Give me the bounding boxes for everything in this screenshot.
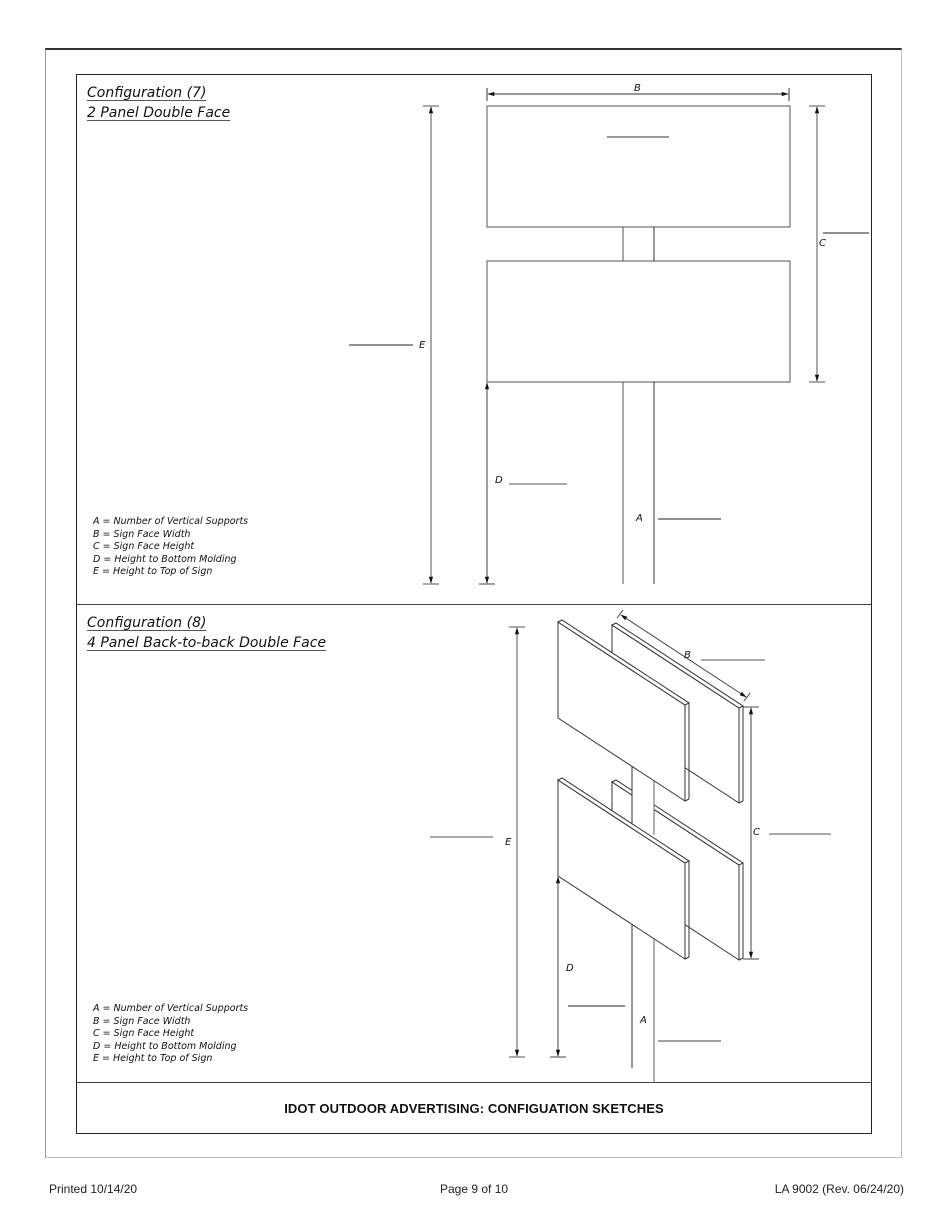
dimension-b-label: B xyxy=(634,83,641,94)
configuration-7-title: Configuration (7) xyxy=(87,85,207,101)
dimension-c-label: C xyxy=(819,238,826,249)
configuration-7-heading: Configuration (7) 2 Panel Double Face xyxy=(87,83,230,123)
dimension-c-label: C xyxy=(753,827,760,838)
dimension-d-label: D xyxy=(566,963,574,974)
configuration-7-panel: Configuration (7) 2 Panel Double Face xyxy=(77,75,871,605)
dimension-a-label: A xyxy=(639,1015,647,1026)
legend-item-a: A = Number of Vertical Supports xyxy=(93,516,249,527)
legend-item-a: A = Number of Vertical Supports xyxy=(93,1003,249,1014)
legend-item-b: B = Sign Face Width xyxy=(93,528,191,540)
sheet-title: IDOT OUTDOOR ADVERTISING: CONFIGUATION S… xyxy=(284,1100,664,1116)
legend-item-e: E = Height to Top of Sign xyxy=(93,1053,213,1064)
configuration-7-subtitle: 2 Panel Double Face xyxy=(87,105,231,121)
configuration-8-panel: Configuration (8) 4 Panel Back-to-back D… xyxy=(77,605,871,1083)
page-frame xyxy=(45,48,902,1158)
title-block: IDOT OUTDOOR ADVERTISING: CONFIGUATION S… xyxy=(77,1083,871,1133)
sketch-sheet: Configuration (7) 2 Panel Double Face xyxy=(76,74,872,1134)
dimension-e-label: E xyxy=(419,340,426,351)
configuration-8-subtitle: 4 Panel Back-to-back Double Face xyxy=(87,635,327,651)
legend-item-d: D = Height to Bottom Molding xyxy=(93,553,237,565)
page-number: Page 9 of 10 xyxy=(440,1182,509,1196)
dimension-b-label: B xyxy=(684,650,691,661)
printed-date: Printed 10/14/20 xyxy=(49,1182,138,1196)
legend-item-d: D = Height to Bottom Molding xyxy=(93,1040,237,1052)
dimension-a-label: A xyxy=(635,513,643,524)
configuration-8-heading: Configuration (8) 4 Panel Back-to-back D… xyxy=(87,613,326,653)
configuration-8-drawing: B C E D xyxy=(430,609,831,1083)
legend-item-e: E = Height to Top of Sign xyxy=(93,566,213,577)
configuration-7-legend: A = Number of Vertical Supports B = Sign… xyxy=(93,516,248,579)
configuration-7-drawing: B C E D xyxy=(349,83,869,585)
form-number: LA 9002 (Rev. 06/24/20) xyxy=(774,1182,904,1196)
legend-item-c: C = Sign Face Height xyxy=(93,1028,195,1039)
configuration-8-legend: A = Number of Vertical Supports B = Sign… xyxy=(93,1003,248,1066)
legend-item-c: C = Sign Face Height xyxy=(93,541,195,552)
dimension-d-label: D xyxy=(495,475,503,486)
dimension-e-label: E xyxy=(505,837,512,848)
configuration-8-title: Configuration (8) xyxy=(87,615,207,631)
legend-item-b: B = Sign Face Width xyxy=(93,1015,191,1027)
